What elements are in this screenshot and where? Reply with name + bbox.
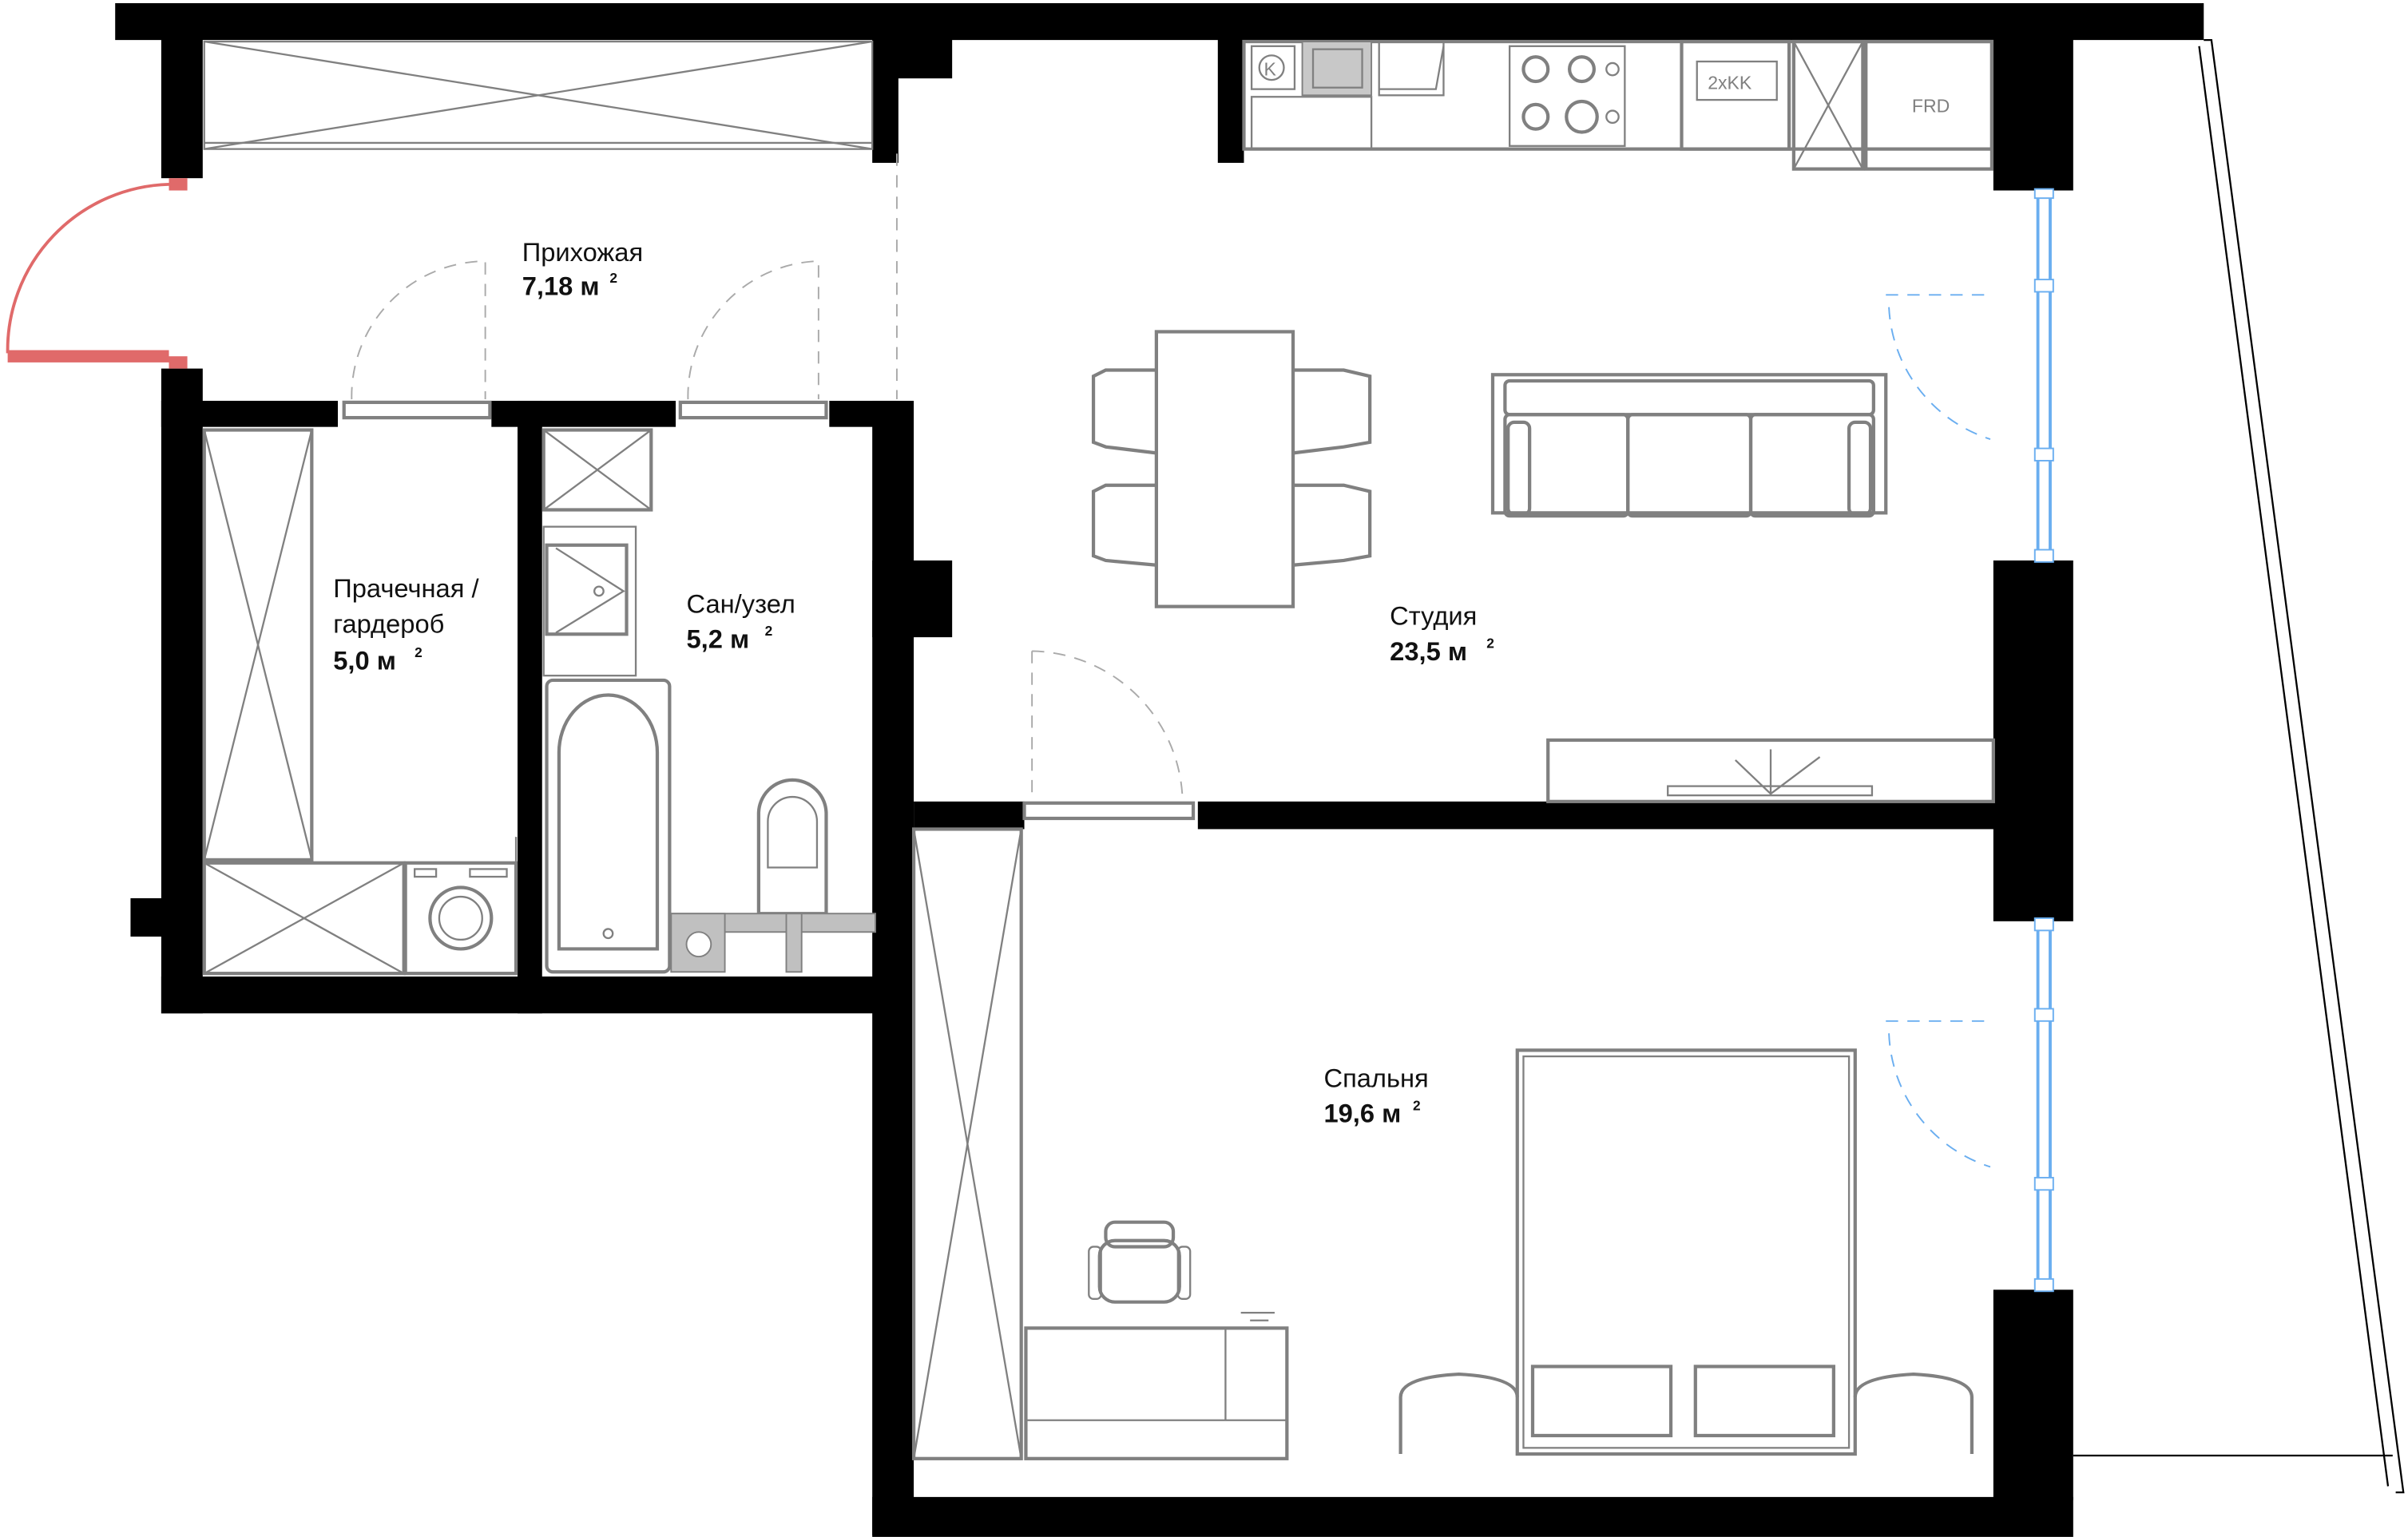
bathroom-fixtures	[542, 428, 876, 974]
room-label-studio: Студия 23,5 м 2	[1390, 601, 1494, 666]
room-label-hallway: Прихожая 7,18 м 2	[522, 237, 643, 300]
unit-sup: 2	[609, 270, 617, 286]
balcony-outline	[2073, 38, 2405, 1494]
window-bedroom	[1886, 917, 2054, 1293]
hallway-wardrobe	[203, 40, 874, 150]
room-name: Прачечная /	[333, 573, 479, 603]
laundry-door[interactable]	[342, 260, 492, 420]
room-area: 7,18 м	[522, 271, 600, 300]
room-area: 5,0 м	[333, 645, 396, 675]
room-name: Студия	[1390, 601, 1477, 631]
bathroom-door[interactable]	[678, 260, 828, 420]
bedroom-door[interactable]	[1022, 650, 1196, 821]
room-area: 5,2 м	[687, 624, 750, 654]
room-area: 23,5 м	[1390, 636, 1467, 666]
room-name-line2: гардероб	[333, 608, 444, 638]
unit-sup: 2	[1413, 1097, 1421, 1113]
k-label: K	[1264, 58, 1276, 79]
unit-sup: 2	[415, 644, 422, 660]
washing-machine	[403, 861, 518, 976]
bedroom-wardrobe	[911, 827, 1023, 1460]
laundry-wardrobe	[202, 428, 406, 976]
unit-sup: 2	[765, 623, 773, 639]
room-name: Сан/узел	[687, 588, 795, 618]
entrance-door[interactable]	[6, 178, 188, 369]
sofa	[1490, 373, 1888, 518]
room-label-bathroom: Сан/узел 5,2 м 2	[687, 588, 795, 653]
room-label-bedroom: Спальня 19,6 м 2	[1323, 1063, 1428, 1127]
fridge-label: FRD	[1912, 95, 1950, 116]
room-name: Прихожая	[522, 237, 643, 267]
window-studio	[1886, 188, 2054, 563]
bed	[1398, 1048, 1974, 1456]
oven-label: 2xKK	[1708, 73, 1752, 93]
unit-sup: 2	[1486, 636, 1494, 652]
walls	[115, 2, 2204, 1537]
dining-table	[1091, 330, 1372, 608]
room-name: Спальня	[1323, 1063, 1428, 1092]
room-label-laundry: Прачечная / гардероб 5,0 м 2	[333, 573, 479, 675]
desk	[1024, 1220, 1289, 1460]
kitchen-unit: K 2xKK FRD	[1242, 39, 1994, 171]
tv-stand	[1546, 738, 1995, 803]
room-area: 19,6 м	[1323, 1099, 1401, 1128]
